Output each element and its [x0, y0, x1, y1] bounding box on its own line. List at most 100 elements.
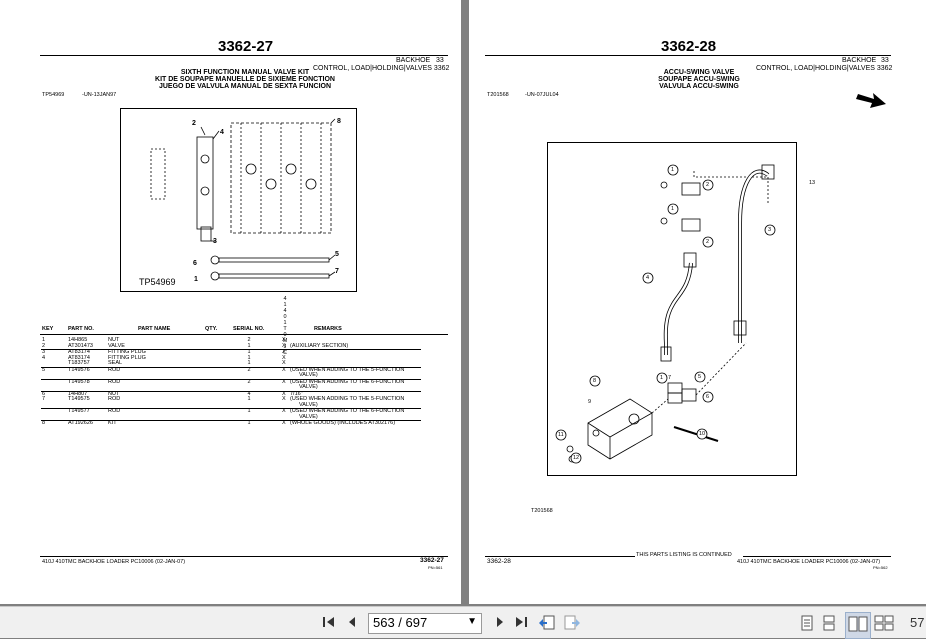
cell-part: AT83174: [68, 354, 90, 361]
title-en: ACCU-SWING VALVE: [663, 69, 735, 76]
cell-part: T183757: [68, 360, 90, 366]
cell-remarks: VALVE): [299, 413, 318, 420]
table-row: VALVE): [41, 402, 421, 409]
cell-name: KIT: [108, 420, 117, 426]
figure-ref: TP54969: [42, 92, 65, 98]
footer-right: 410J 410TMC BACKHOE LOADER PC10006 (02-J…: [737, 559, 881, 565]
callout-5: 5: [335, 251, 339, 258]
col-qty: QTY.: [205, 326, 218, 332]
go-back-button[interactable]: [538, 615, 556, 634]
section-title: CONTROL, LOAD|HOLDING|VALVES 3362: [313, 65, 450, 72]
continuous-page-icon: [823, 615, 835, 631]
figure-label: TP54969: [139, 277, 176, 287]
section-number: 33: [436, 57, 444, 64]
cell-key: 5: [42, 366, 46, 373]
title-en: SIXTH FUNCTION MANUAL VALVE KIT: [180, 69, 310, 76]
cell-key: 3: [42, 349, 46, 355]
cell-qty: 1: [247, 408, 251, 414]
page-3362-27: 3362-27 BACKHOE 33 CONTROL, LOAD|HOLDING…: [0, 0, 461, 604]
section-label: BACKHOE: [842, 57, 877, 64]
cell-m1: X: [282, 342, 286, 349]
col-key: KEY: [42, 326, 54, 332]
cell-qty: 1: [247, 342, 251, 349]
facing-view-button[interactable]: [845, 612, 871, 639]
callout-2: 2: [706, 182, 710, 188]
facing-pages-icon: [848, 616, 868, 632]
callout-1: 1: [671, 167, 675, 173]
cell-qty: 1: [247, 349, 251, 355]
cell-remarks: (USED WHEN ADDING TO THE 6-FUNCTION: [290, 408, 405, 414]
footer-left: 410J 410TMC BACKHOE LOADER PC10006 (02-J…: [42, 559, 186, 565]
cell-part: AT301473: [68, 342, 93, 349]
cell-name: VALVE: [108, 342, 125, 349]
cell-qty: 1: [247, 360, 251, 366]
continued-note: THIS PARTS LISTING IS CONTINUED: [636, 552, 732, 558]
callout-1: 1: [194, 276, 198, 283]
table-row: VALVE): [41, 413, 421, 421]
single-page-view-button[interactable]: [800, 615, 814, 634]
cell-part: AT192626: [68, 420, 93, 426]
callout-8: 8: [337, 118, 341, 125]
first-page-button[interactable]: [322, 615, 336, 632]
cell-remarks: (USED WHEN ADDING TO THE 5-FUNCTION: [290, 396, 405, 402]
model-column-header: 4 1 4 0 1 T 0 M J C: [282, 296, 288, 356]
go-forward-icon: [564, 615, 580, 630]
table-rule: [40, 334, 448, 335]
cell-qty: 4: [247, 390, 251, 397]
cell-remarks: (AUXILIARY SECTION): [290, 342, 349, 349]
cell-key: 6: [42, 390, 46, 397]
callout-4: 4: [646, 275, 650, 281]
continue-arrow-icon: [856, 93, 886, 108]
continuous-facing-view-button[interactable]: [874, 615, 894, 634]
last-page-button[interactable]: [514, 615, 528, 632]
next-page-button[interactable]: [494, 615, 506, 632]
cell-m1: X: [282, 337, 286, 343]
callout-9: 9: [588, 399, 592, 405]
header-rule: [485, 55, 891, 56]
cell-m1: X: [282, 349, 286, 355]
continuous-facing-icon: [874, 615, 894, 631]
title-es: VALVULA ACCU-SWING: [659, 83, 739, 90]
zoom-level[interactable]: 57: [910, 615, 925, 630]
page-number-input[interactable]: 563 / 697 ▼: [368, 613, 482, 634]
figure-ref-date: -UN-07JUL04: [525, 92, 559, 98]
cell-name: ROD: [108, 378, 121, 385]
callout-3: 3: [213, 238, 217, 245]
cell-remarks: (WHOLE GOODS) (INCLUDES AT302176): [290, 420, 396, 426]
title-fr: SOUPAPE ACCU-SWING: [658, 76, 740, 83]
callout-11: 11: [558, 432, 564, 438]
cell-m1: X: [282, 420, 286, 426]
cell-m1: X: [282, 378, 286, 385]
footer-rule: [40, 556, 448, 557]
continuous-view-button[interactable]: [822, 615, 836, 634]
cell-qty: 2: [247, 337, 251, 343]
cell-part: T149578: [68, 378, 90, 385]
table-row: VALVE): [41, 372, 421, 379]
go-forward-button[interactable]: [563, 615, 581, 634]
last-page-icon: [516, 617, 527, 627]
callout-10: 10: [699, 431, 706, 437]
document-viewer: 3362-27 BACKHOE 33 CONTROL, LOAD|HOLDING…: [0, 0, 926, 606]
callout-7: 7: [668, 375, 672, 381]
cell-key: 4: [42, 354, 46, 361]
cell-name: FITTING PLUG: [108, 349, 146, 355]
section-number: 33: [881, 57, 889, 64]
cell-part: T149575: [68, 396, 90, 402]
cell-key: 7: [42, 396, 46, 402]
cell-m1: X: [282, 396, 286, 402]
cell-remarks: VALVE): [299, 384, 318, 390]
cell-name: FITTING PLUG: [108, 354, 146, 361]
callout-8: 8: [593, 378, 597, 384]
chevron-down-icon: ▼: [467, 616, 477, 627]
callout-6: 6: [193, 260, 197, 267]
figure-frame: 2 4 8 3 6 5 7 1 TP54969: [120, 108, 357, 292]
go-back-icon: [539, 615, 555, 630]
footer-code: PN=561: [428, 565, 443, 570]
figure-frame: 1 2 1 2 4 3 1 5 8 6 10 11 12 13 9 7: [547, 142, 821, 476]
title-es: JUEGO DE VALVULA MANUAL DE SEXTA FUNCION: [158, 83, 332, 90]
prev-page-button[interactable]: [346, 615, 358, 632]
